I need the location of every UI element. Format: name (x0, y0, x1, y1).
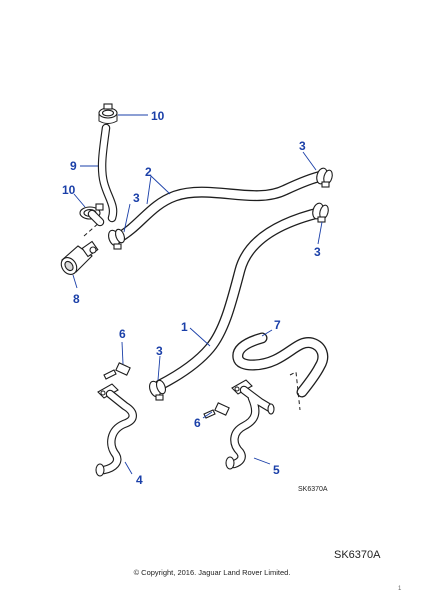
callout-8: 8 (73, 292, 80, 306)
callout-5: 5 (273, 463, 280, 477)
copyright-notice: © Copyright, 2016. Jaguar Land Rover Lim… (133, 568, 291, 577)
callout-10-top: 10 (151, 109, 165, 123)
clamp-part-10-top (98, 103, 118, 124)
diagram-ref-small: SK6370A (298, 486, 328, 493)
clamp-part-3-mid-right (312, 202, 329, 223)
connector-part-8 (60, 221, 101, 275)
callout-3-bottom: 3 (156, 344, 163, 358)
callout-1: 1 (181, 320, 188, 334)
pipe-part-5 (225, 379, 275, 470)
leader-lines (72, 114, 323, 475)
callout-2: 2 (145, 165, 152, 179)
hose-part-7 (232, 332, 329, 411)
callout-10-lower: 10 (62, 183, 76, 197)
clamp-part-3-left (108, 228, 126, 250)
callout-4: 4 (136, 473, 143, 487)
page-marker: 1 (398, 586, 402, 592)
callout-3-top-right: 3 (299, 139, 306, 153)
clamp-part-3-top-right (316, 167, 333, 188)
diagram-ref-label: SK6370A (334, 549, 381, 561)
bolt-part-6-left (103, 362, 131, 380)
hose-part-9-stub-inner (88, 210, 104, 226)
callout-6-left: 6 (119, 327, 126, 341)
callout-3-left: 3 (133, 191, 140, 205)
callout-9: 9 (70, 159, 77, 173)
callout-3-mid-right: 3 (314, 245, 321, 259)
hose-part-9 (97, 123, 118, 223)
callout-6-right: 6 (194, 416, 201, 430)
clamp-part-3-bottom (149, 379, 167, 401)
hose-part-1 (154, 206, 328, 391)
pipe-part-4 (95, 383, 137, 477)
hose-part-2 (112, 170, 328, 244)
callout-7: 7 (274, 318, 281, 332)
bolt-part-6-right (203, 402, 230, 419)
